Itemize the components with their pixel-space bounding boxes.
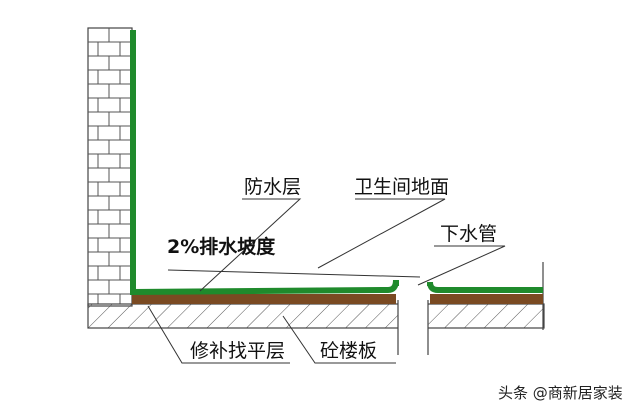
waterproof-layer xyxy=(130,30,543,295)
leader-slab xyxy=(282,315,396,364)
label-slope: 2%排水坡度 xyxy=(167,235,276,258)
slope-line xyxy=(167,269,421,278)
leveling-layer xyxy=(132,294,543,304)
label-bathroom-floor: 卫生间地面 xyxy=(354,176,449,198)
leader-pipe xyxy=(417,245,506,286)
leader-floor xyxy=(317,198,446,269)
brick-wall xyxy=(87,27,133,307)
label-leveling-layer: 修补找平层 xyxy=(190,340,285,362)
label-concrete-slab: 砼楼板 xyxy=(320,340,377,362)
label-waterproof-layer: 防水层 xyxy=(244,176,301,198)
leader-leveling xyxy=(147,305,290,364)
label-drain-pipe: 下水管 xyxy=(440,223,497,245)
watermark: 头条 @商新居家装 xyxy=(498,384,623,402)
concrete-slab xyxy=(87,262,545,355)
leader-waterproof xyxy=(199,198,302,292)
